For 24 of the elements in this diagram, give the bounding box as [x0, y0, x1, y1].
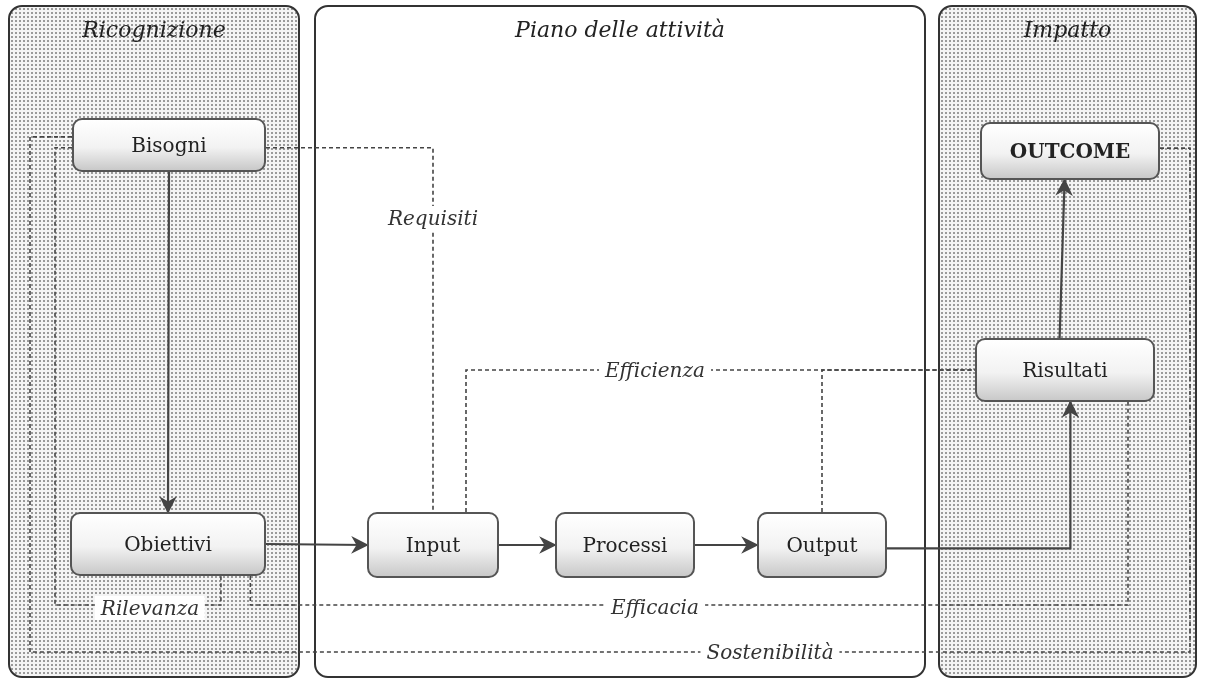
process-box: Output — [757, 512, 887, 578]
arrow — [266, 536, 369, 554]
dashed-connector — [29, 136, 1191, 653]
group-title: Ricognizione — [82, 17, 226, 42]
arrow — [887, 400, 1080, 550]
arrow — [1055, 178, 1073, 339]
process-box: Risultati — [975, 338, 1155, 402]
group-panel — [8, 5, 300, 678]
process-box: Input — [367, 512, 499, 578]
arrow — [695, 536, 759, 554]
edge-label: Rilevanza — [94, 596, 206, 620]
arrow — [499, 536, 557, 554]
process-box: Obiettivi — [70, 512, 266, 576]
dashed-connector — [821, 369, 976, 513]
group-title: Impatto — [1023, 17, 1112, 42]
process-box: OUTCOME — [980, 122, 1160, 180]
group-title: Piano delle attività — [515, 17, 725, 42]
process-box: Bisogni — [72, 118, 266, 172]
arrow — [159, 172, 177, 514]
group-panel — [314, 5, 926, 678]
dashed-connector — [249, 401, 1129, 606]
dashed-connector — [265, 146, 434, 513]
group-panel — [938, 5, 1197, 678]
process-box: Processi — [555, 512, 695, 578]
